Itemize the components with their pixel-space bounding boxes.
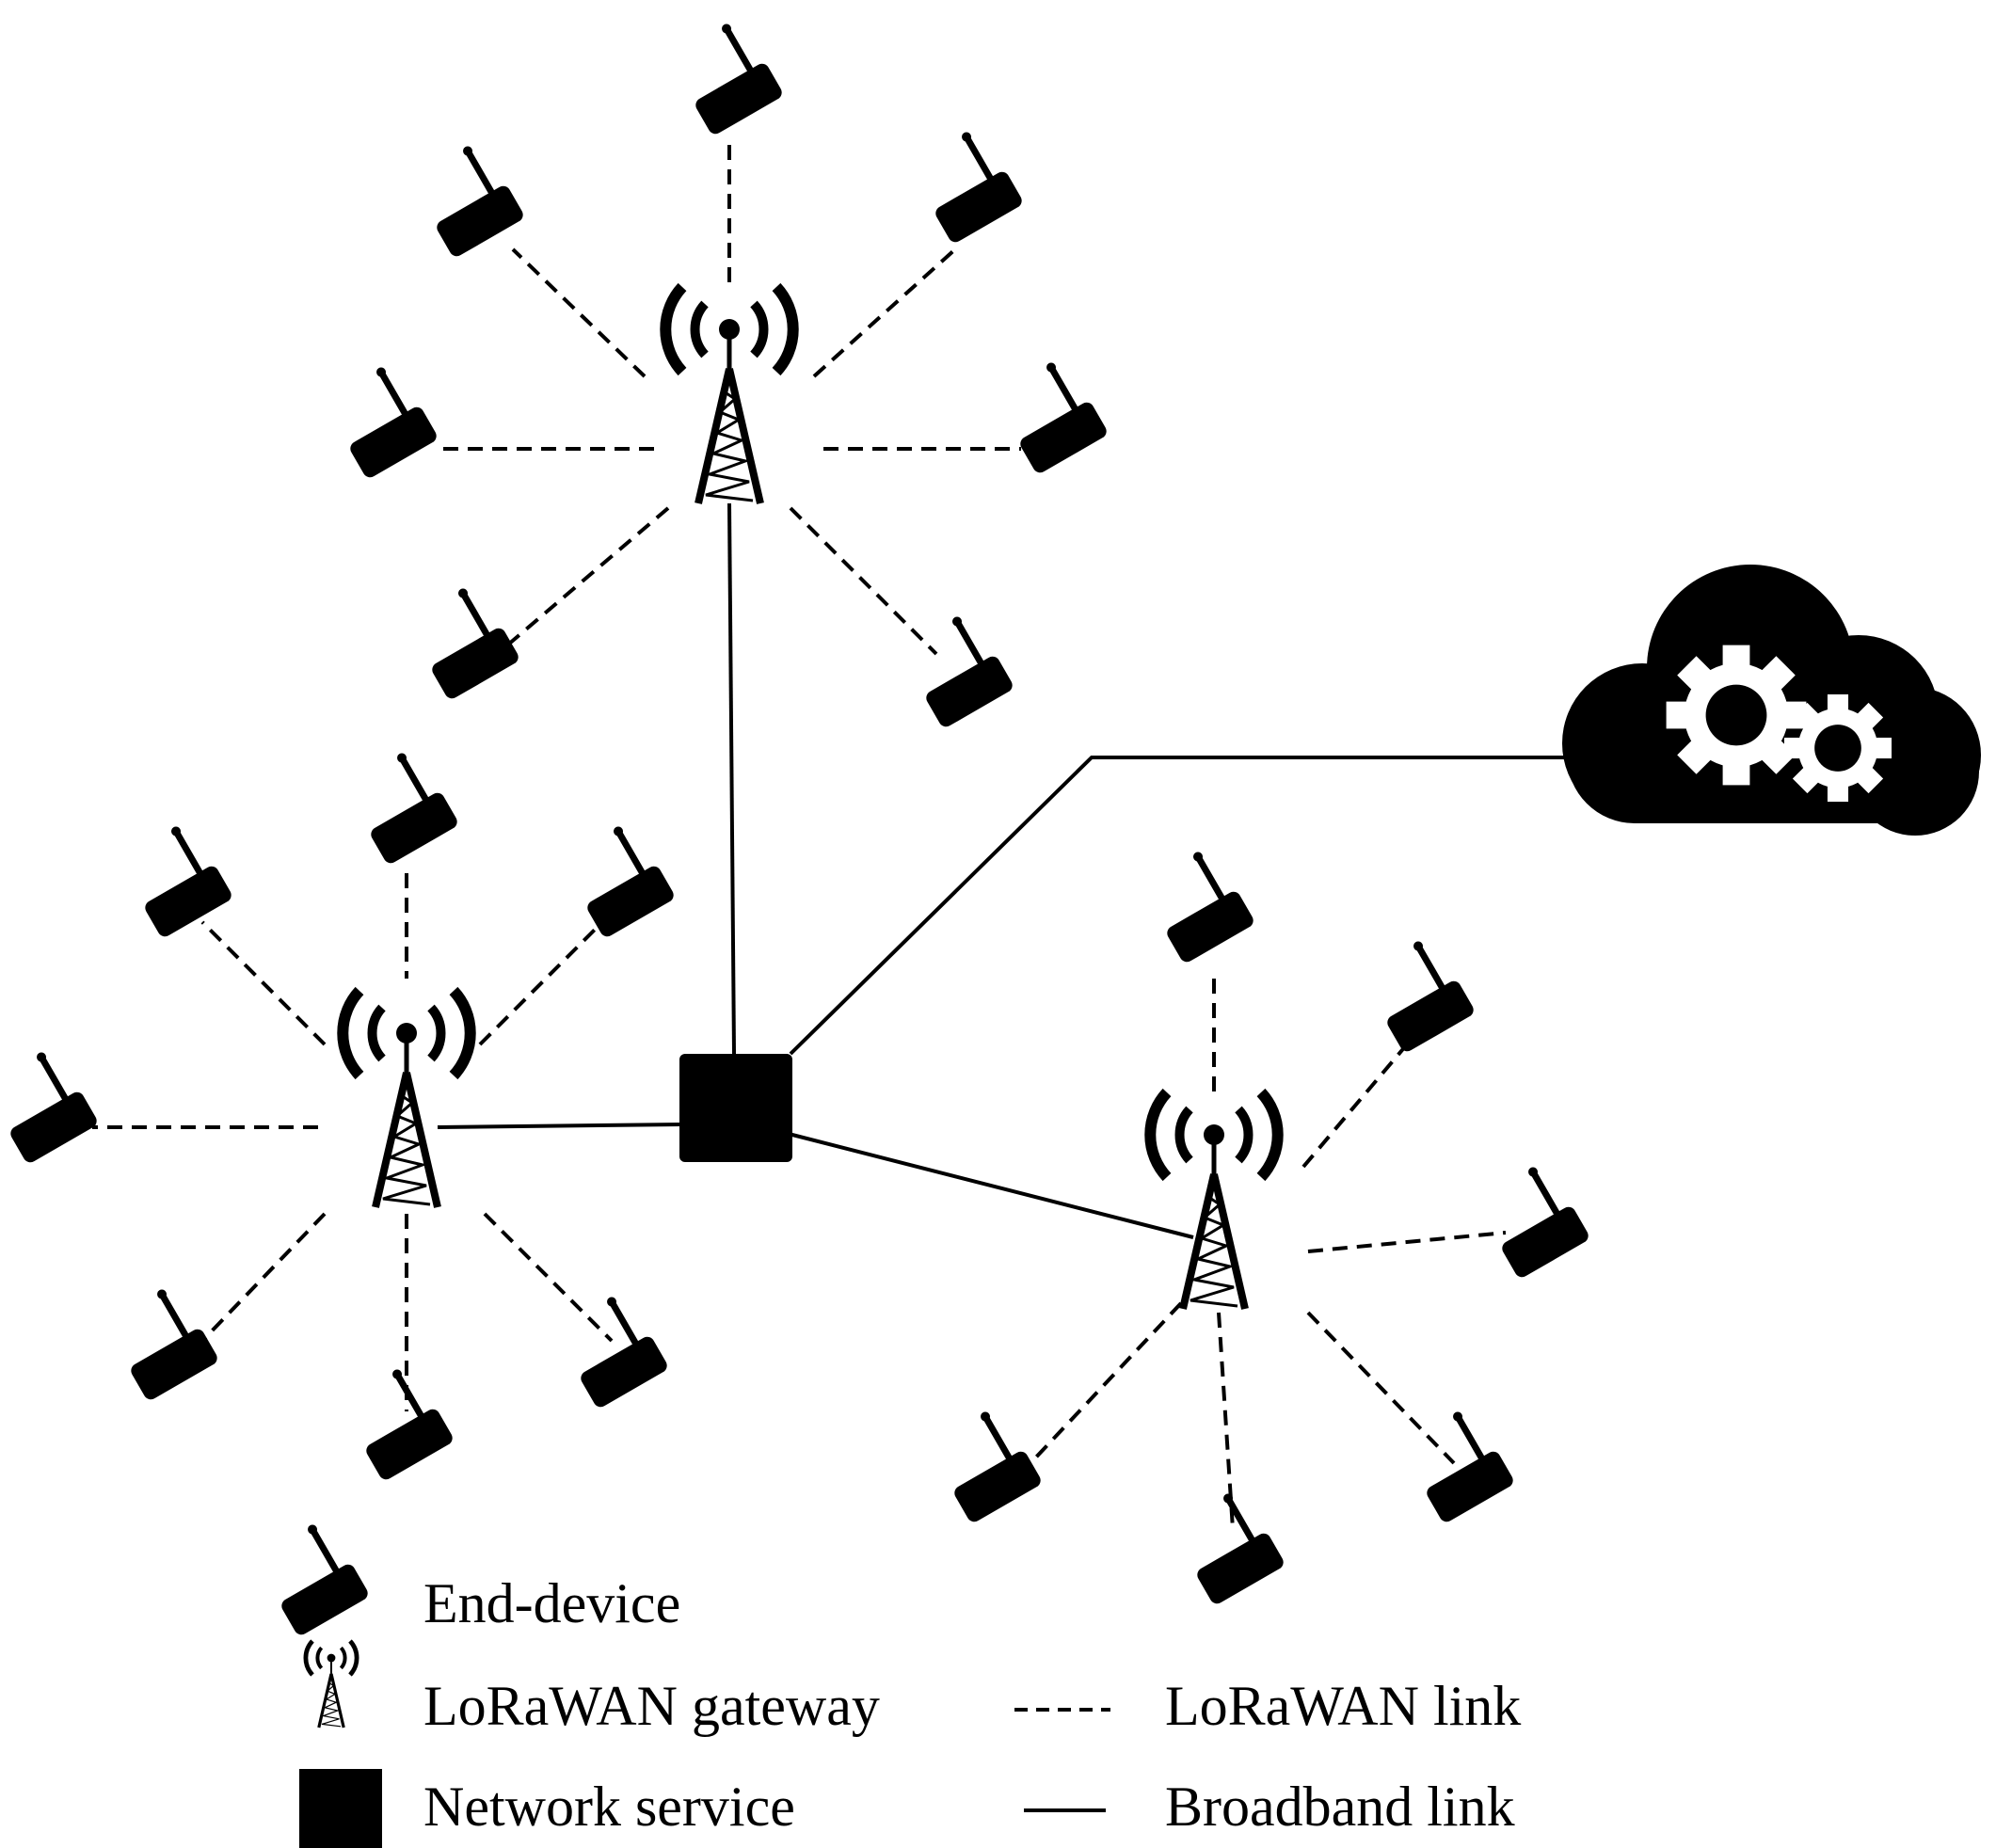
network-service-icon [299,1769,382,1848]
legend-label-network-service: Network service [423,1776,795,1838]
legend-symbols [253,1517,1110,1848]
end-device-icon [0,1044,100,1165]
end-device-icon [404,581,521,701]
lorawan-gateway-icon [306,1641,357,1728]
end-device-icon [1359,933,1477,1054]
end-devices-gateway-2 [0,745,677,1482]
legend-label-lorawan-link: LoRaWAN link [1165,1675,1522,1737]
end-device-icon [552,1289,670,1410]
cloud-gears-icon [1562,565,1981,836]
end-device-icon [343,745,460,866]
end-device-icon [1169,1486,1286,1606]
end-device-icon [559,819,677,939]
end-device-icon [667,16,785,136]
legend-label-end-device: End-device [423,1572,681,1634]
end-device-icon [322,359,439,480]
broadband-links [437,502,1581,1239]
end-device-icon [117,819,234,939]
end-device-icon [907,124,1025,245]
lorawan-gateway-icon [343,991,470,1207]
end-devices-gateway-3 [926,844,1591,1606]
end-device-icon [992,355,1110,475]
end-device-icon [1139,844,1256,964]
lorawan-links-gateway-3 [1029,979,1507,1530]
end-device-icon [338,1362,455,1482]
end-device-icon [253,1517,371,1637]
network-service-icon [679,1054,792,1162]
end-device-icon [1474,1159,1591,1280]
lorawan-gateway-icon [1150,1092,1277,1309]
legend-label-broadband-link: Broadband link [1165,1776,1515,1838]
end-device-icon [103,1282,220,1402]
lorawan-links-gateway-1 [438,141,1021,656]
end-device-icon [408,138,526,259]
end-device-icon [898,609,1015,729]
legend-label-gateway: LoRaWAN gateway [423,1675,880,1737]
end-device-icon [926,1404,1044,1524]
lorawan-links-gateway-2 [92,873,614,1411]
lorawan-gateway-icon [665,287,792,503]
end-devices-gateway-1 [322,16,1110,729]
